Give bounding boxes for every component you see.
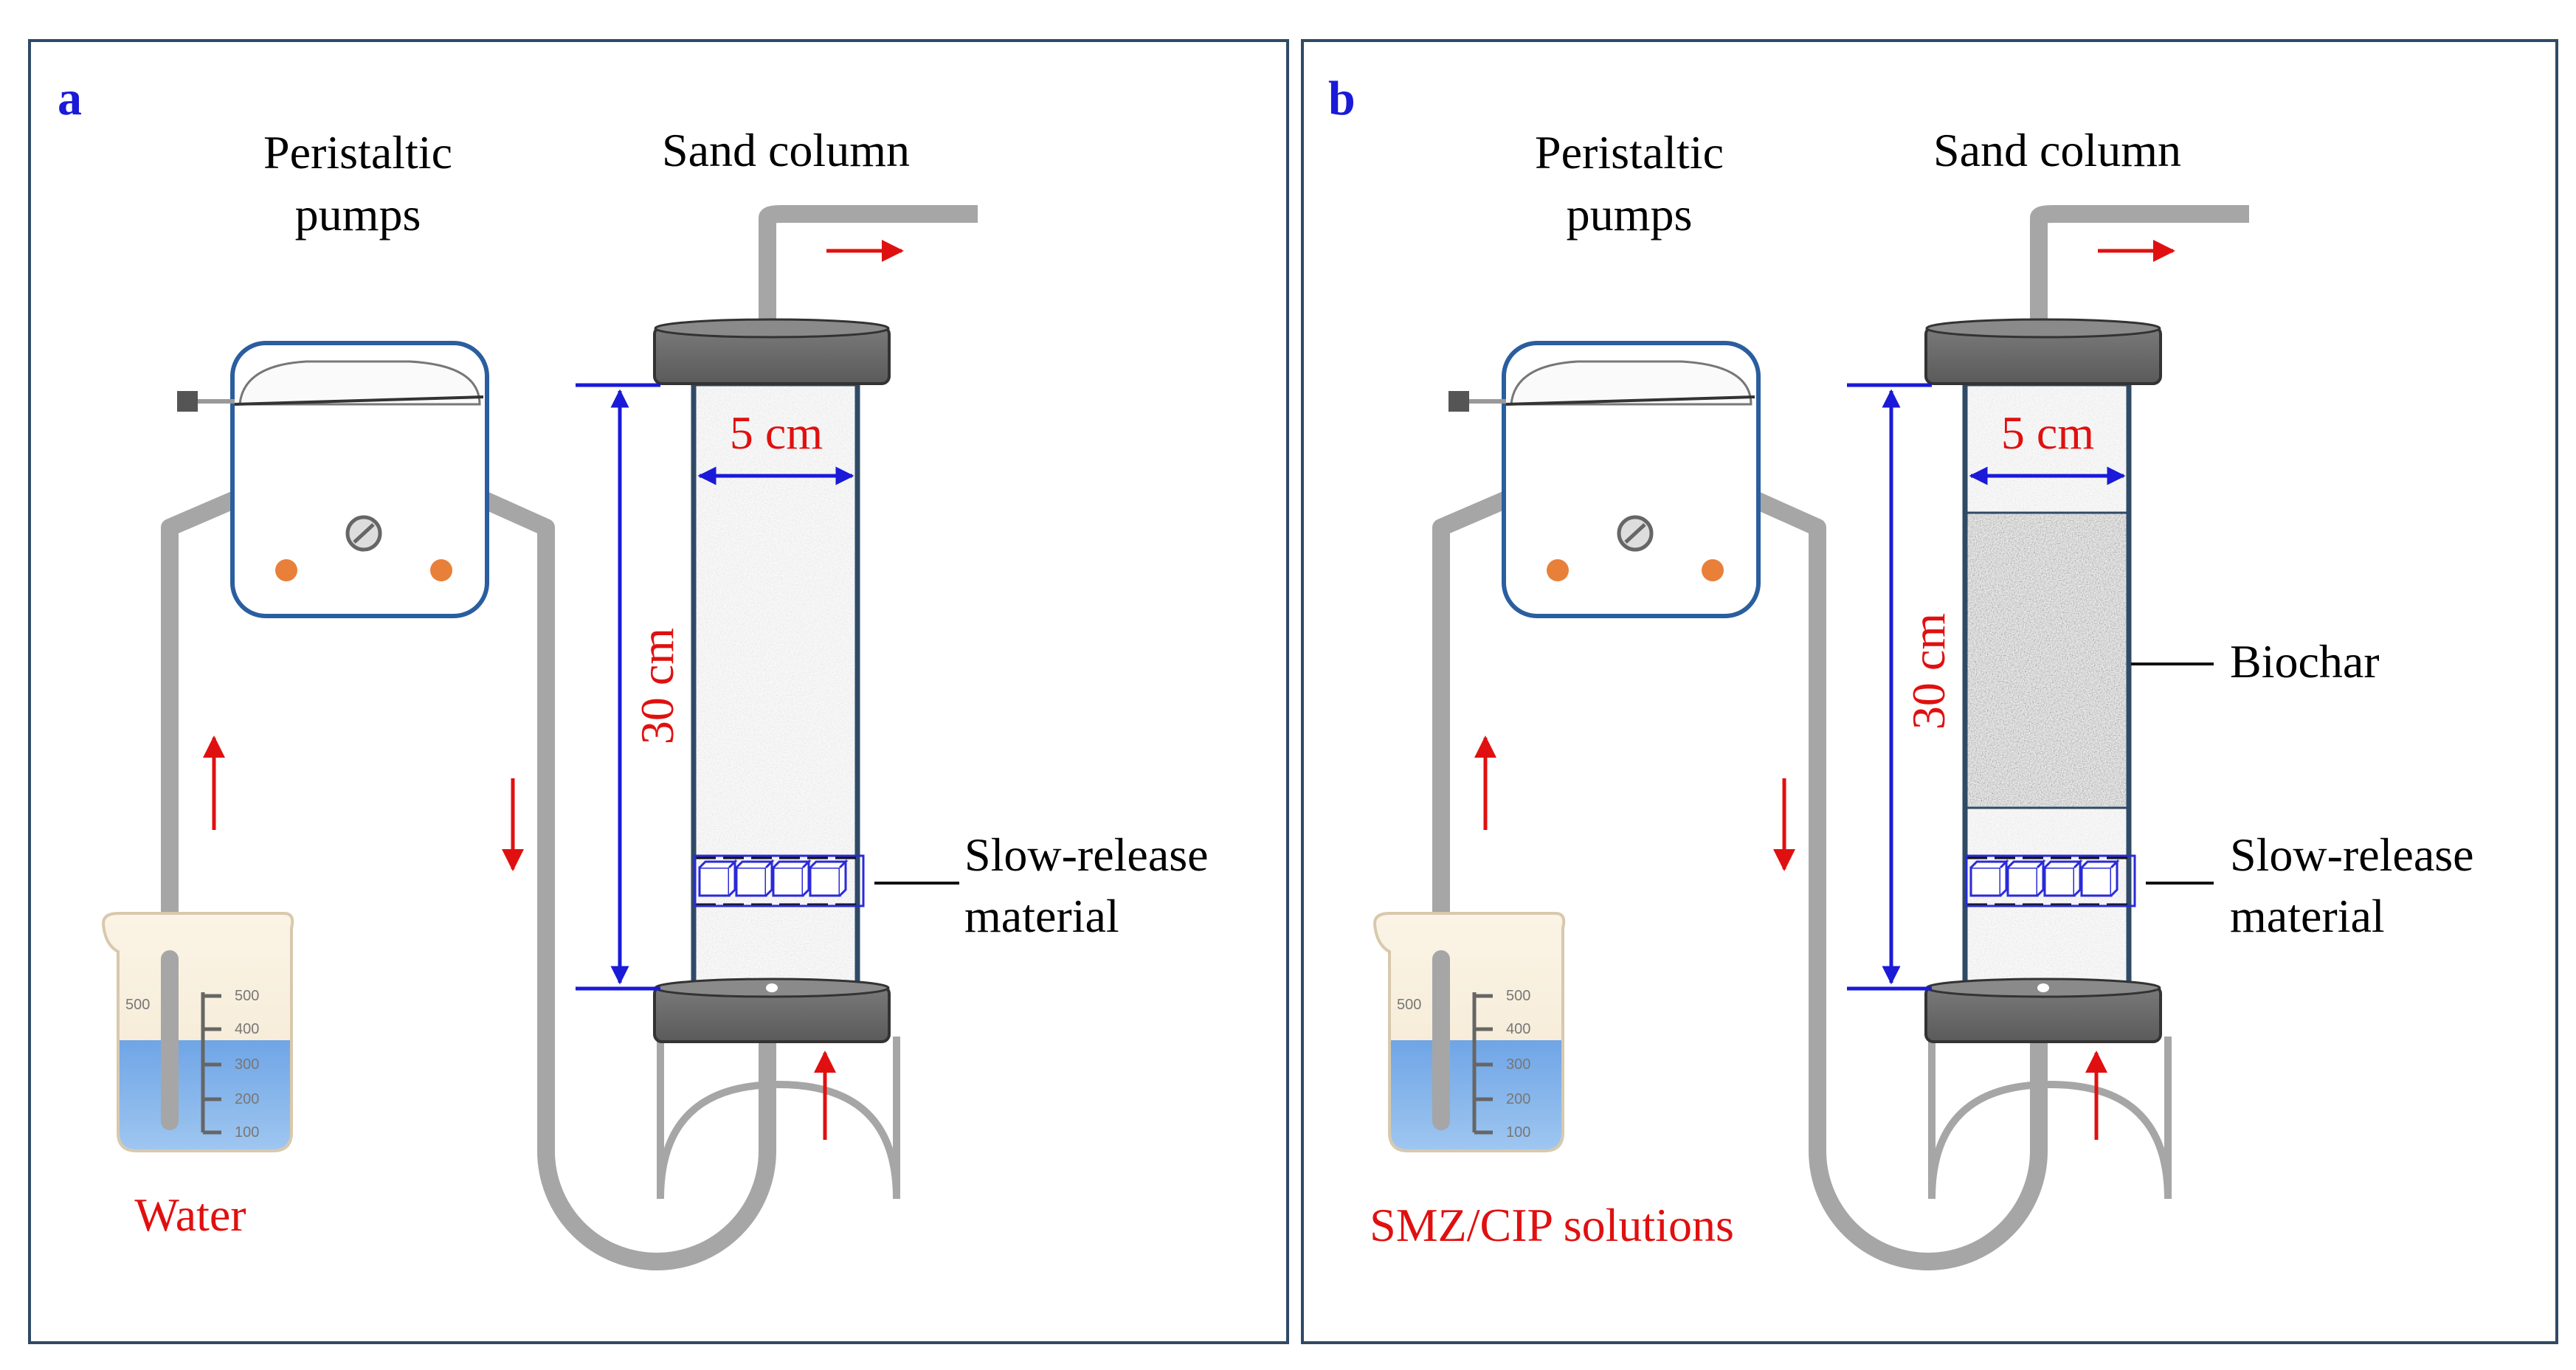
beaker-tick-100: 100 [235, 1124, 259, 1141]
height-label: 30 cm [631, 628, 683, 744]
beaker: 500 500 400 300 200 100 [101, 912, 294, 1152]
beaker-tick-500: 500 [1506, 988, 1530, 1004]
height-label: 30 cm [1902, 613, 1955, 730]
beaker-tick-500: 500 [235, 988, 259, 1004]
panel-a: a Peristaltic pumps Sand column 500 [28, 39, 1289, 1344]
panel-b-letter: b [1328, 72, 1356, 125]
column-label: Sand column [662, 124, 910, 176]
pump-label-line1: Peristaltic [263, 126, 452, 179]
flow-arrows [203, 240, 904, 1140]
beaker-tick-200: 200 [235, 1091, 259, 1107]
biochar-label: Biochar [2230, 635, 2380, 688]
beaker-mark: 500 [1397, 997, 1421, 1013]
pump-knob [177, 391, 198, 412]
beaker-tick-300: 300 [235, 1056, 259, 1073]
pump-label-line1: Peristaltic [1535, 126, 1724, 179]
pump-label-line2: pumps [295, 188, 421, 241]
pump-roller-left [275, 559, 297, 581]
column-label: Sand column [1933, 124, 2181, 176]
biochar-layer [1965, 513, 2129, 808]
tubing [1432, 205, 2249, 1270]
beaker-tick-200: 200 [1506, 1091, 1530, 1107]
beaker-tick-400: 400 [1506, 1021, 1530, 1037]
source-label: SMZ/CIP solutions [1370, 1199, 1734, 1251]
height-dimension [576, 383, 660, 991]
peristaltic-pump [177, 341, 489, 618]
pump-lid [238, 360, 481, 406]
pump-roller-right [430, 559, 452, 581]
slow-release-material [694, 854, 959, 907]
beaker-scale [201, 992, 221, 1135]
beaker-tick-100: 100 [1506, 1124, 1530, 1141]
slow-release-label-line2: material [964, 890, 1119, 942]
beaker-scale [1472, 992, 1493, 1135]
source-label: Water [134, 1189, 246, 1241]
slow-release-material [1965, 854, 2214, 907]
slow-release-label-line1: Slow-release [2230, 828, 2474, 881]
pump-label-line2: pumps [1567, 188, 1693, 241]
pump-knob [1448, 391, 1469, 412]
pump-body [1502, 341, 1761, 618]
beaker-tick-300: 300 [1506, 1056, 1530, 1073]
beaker: 500 500 400 300 200 100 [1372, 912, 1566, 1152]
width-label: 5 cm [730, 406, 823, 459]
peristaltic-pump [1448, 341, 1761, 618]
beaker-mark: 500 [125, 997, 150, 1013]
width-label: 5 cm [2001, 406, 2094, 459]
slow-release-label-line2: material [2230, 890, 2385, 942]
flow-arrows [1474, 240, 2175, 1140]
panel-b: b Peristaltic pumps Sand column 500 [1301, 39, 2558, 1344]
beaker-tick-400: 400 [235, 1021, 259, 1037]
pump-body [230, 341, 489, 618]
height-dimension [1847, 383, 1932, 991]
pump-roller-right [1702, 559, 1724, 581]
column-stand [1928, 1037, 2172, 1200]
pump-lid [1510, 360, 1753, 406]
pump-roller-left [1547, 559, 1569, 581]
tubing [161, 205, 978, 1270]
slow-release-label-line1: Slow-release [964, 828, 1209, 881]
column-stand [657, 1037, 900, 1200]
panel-a-letter: a [58, 72, 82, 125]
